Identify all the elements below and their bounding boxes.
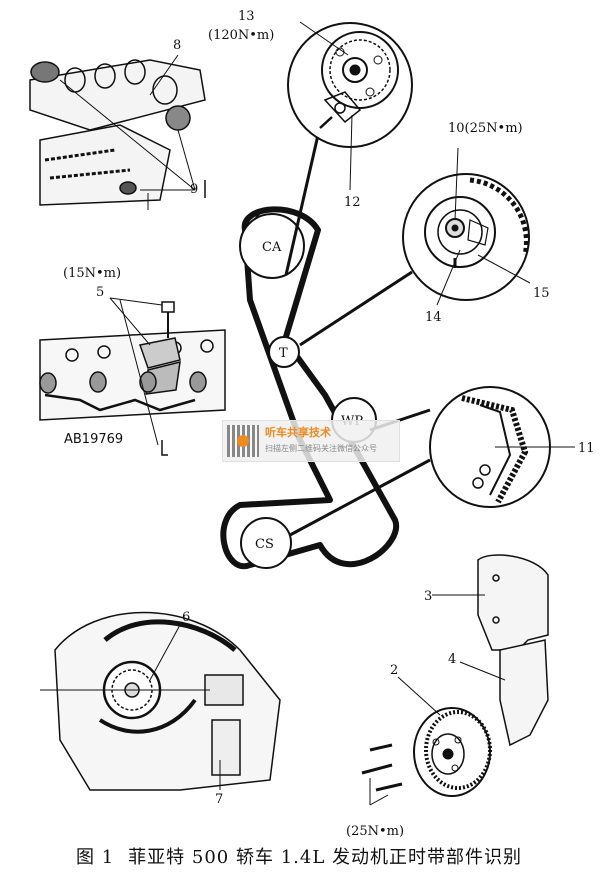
detail-belt-mark [429,386,575,508]
label-7: 7 [215,792,223,807]
label-2: 2 [390,663,398,678]
label-9: 9 [190,182,198,197]
label-15: 15 [533,286,550,301]
pulley-t [268,336,300,368]
label-3: 3 [424,589,432,604]
figure-number: 图 1 [75,847,115,868]
label-11: 11 [578,441,595,456]
label-2-torque: (25N•m) [346,824,404,839]
logo-badge-icon [237,435,249,447]
pulley-cs-label: CS [255,537,274,552]
label-12: 12 [344,195,361,210]
figure-caption: 图 1 菲亚特 500 轿车 1.4L 发动机正时带部件识别 [0,842,612,874]
detail-locking-tool [39,297,226,456]
part-code-label: AB19769 [64,432,123,447]
detail-tensioner [402,147,531,306]
pulley-cs [240,517,292,569]
watermark: 听车共享技术 扫描左侧二维码关注微信公众号 [222,420,400,462]
label-10-torque: 10(25N•m) [448,121,523,136]
label-8: 8 [173,38,181,53]
label-13-torque: (120N•m) [208,28,274,43]
detail-crankshaft [40,611,281,791]
detail-covers [432,554,549,747]
label-4: 4 [448,652,456,667]
label-14: 14 [425,310,442,325]
label-6: 6 [182,610,190,625]
label-5: 5 [96,285,104,300]
pulley-ca-label: CA [262,240,282,255]
figure-title: 菲亚特 500 轿车 1.4L 发动机正时带部件识别 [128,847,522,868]
timing-belt-diagram: CA T WP CS 13 (120N•m) 12 [29,9,595,839]
watermark-subtitle: 扫描左侧二维码关注微信公众号 [265,444,377,453]
detail-camshaft-sprocket [287,21,413,191]
label-5-torque: (15N•m) [63,266,121,281]
detail-crank-pulley [361,676,492,806]
watermark-title: 听车共享技术 [265,426,331,439]
detail-camshafts [29,54,206,210]
pulley-t-label: T [279,346,288,361]
label-13: 13 [238,9,255,24]
